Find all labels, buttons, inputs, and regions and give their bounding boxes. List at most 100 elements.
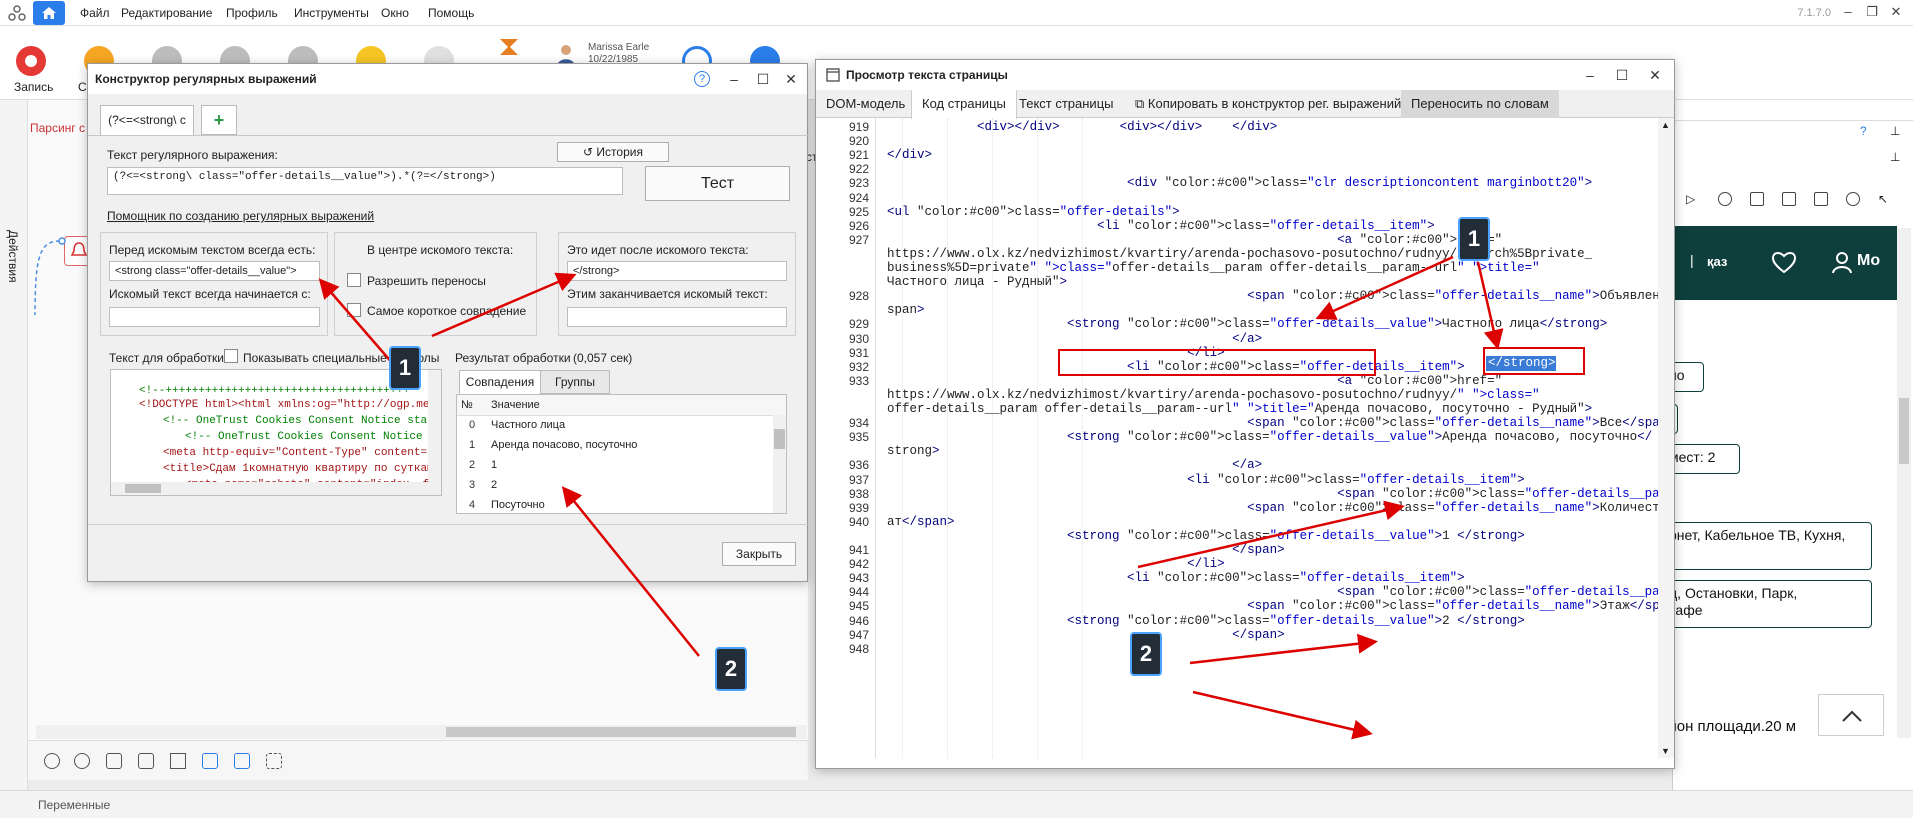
scroll-top-button[interactable] [1818, 694, 1884, 736]
minimize-icon[interactable]: – [730, 71, 738, 87]
close-button[interactable]: Закрыть [722, 542, 796, 566]
help-icon[interactable]: ? [694, 71, 710, 87]
heart-icon[interactable] [1772, 252, 1796, 274]
code-vscroll[interactable] [428, 370, 441, 495]
word-wrap-toggle[interactable]: Переносить по словам [1401, 90, 1559, 118]
code-hscroll-thumb[interactable] [125, 484, 161, 493]
scroll-up-icon[interactable]: ▲ [1661, 120, 1670, 130]
cookie-icon[interactable] [1846, 192, 1860, 206]
pin-icon-2[interactable]: ⊥ [1890, 150, 1901, 164]
source-code-view[interactable]: <div></div> <div></div> </div></div> <di… [877, 118, 1659, 758]
add-block-icon[interactable] [266, 753, 282, 769]
starts-input[interactable] [109, 307, 320, 327]
source-line: ат</span> [887, 514, 955, 529]
after-input[interactable]: </strong> [567, 261, 787, 281]
row-value: Частного лица [491, 419, 566, 432]
browser-feature-button-1[interactable]: рнет, Кабельное ТВ, Кухня, [1660, 522, 1872, 570]
center-label: В центре искомого текста: [367, 243, 514, 257]
source-line: <strong "color:#c00">class="offer-detail… [1067, 528, 1525, 543]
close-app-icon[interactable]: ✕ [1890, 4, 1902, 19]
annotation-badge: 2 [1130, 632, 1162, 676]
export-icon[interactable] [1814, 192, 1828, 206]
actions-tab[interactable]: Действия [6, 230, 20, 283]
row-value: 2 [491, 479, 498, 491]
line-number: 944 [848, 585, 869, 600]
row-num: 1 [468, 439, 476, 451]
helper-link[interactable]: Помощник по созданию регулярных выражени… [107, 209, 375, 223]
test-button[interactable]: Тест [645, 166, 790, 201]
code-hscroll[interactable] [111, 482, 430, 495]
cursor-icon[interactable]: ↖ [1878, 192, 1889, 206]
grid-icon[interactable] [106, 753, 122, 769]
close-icon[interactable]: ✕ [1649, 67, 1661, 83]
minimize-icon[interactable]: – [1586, 67, 1594, 83]
source-text-area[interactable]: <!--++++++++++++++++++++++++++++++++++++… [110, 369, 442, 496]
before-label: Перед искомым текстом всегда есть: [109, 243, 316, 257]
tab-dom-model[interactable]: DOM-модель [826, 96, 906, 111]
canvas-hscroll-thumb[interactable] [446, 727, 796, 737]
groups-tab[interactable]: Группы [540, 370, 610, 394]
account-label[interactable]: Мо [1857, 252, 1881, 269]
allow-wrap-checkbox[interactable] [347, 273, 361, 287]
maximize-icon[interactable]: ☐ [756, 71, 770, 87]
user-icon[interactable] [74, 753, 90, 769]
menu-help[interactable]: Помощь [428, 6, 475, 20]
tab-page-text[interactable]: Текст страницы [1019, 96, 1114, 111]
menu-file[interactable]: Файл [80, 6, 110, 20]
history-button[interactable]: ↺ История [557, 142, 669, 162]
list-icon[interactable] [202, 753, 218, 769]
shortest-match-checkbox[interactable] [347, 303, 361, 317]
tree-icon[interactable] [170, 753, 186, 769]
hourglass-icon[interactable] [498, 38, 520, 56]
pin-icon[interactable]: ⊥ [1890, 124, 1901, 138]
list-alt-icon[interactable] [234, 753, 250, 769]
ends-input[interactable] [567, 307, 787, 327]
maximize-icon[interactable]: ☐ [1615, 67, 1629, 83]
regex-tab[interactable]: (?<=<strong\ c [100, 105, 194, 135]
results-vscroll[interactable] [773, 415, 786, 513]
copy-icon[interactable] [1782, 192, 1796, 206]
help-icon[interactable]: ? [1860, 124, 1867, 138]
footer-divider [88, 524, 809, 525]
record-button[interactable] [16, 46, 46, 76]
home-button[interactable] [33, 1, 65, 25]
before-input[interactable]: <strong class="offer-details__value"> [109, 261, 320, 281]
variables-label[interactable]: Переменные [38, 798, 111, 812]
matches-tab[interactable]: Совпадения [459, 370, 541, 394]
line-number: 939 [848, 500, 869, 515]
version-label: 7.1.7.0 [1797, 7, 1831, 19]
results-vscroll-thumb[interactable] [774, 429, 785, 449]
menu-window[interactable]: Окно [381, 6, 409, 20]
scroll-down-icon[interactable]: ▼ [1661, 746, 1670, 756]
play-icon[interactable]: ▷ [1686, 192, 1696, 206]
browser-vscroll[interactable] [1897, 228, 1911, 738]
menu-tools[interactable]: Инструменты [294, 6, 369, 20]
add-tab-button[interactable]: + [201, 105, 237, 135]
source-vscroll[interactable]: ▲ ▼ [1658, 118, 1674, 758]
browser-vscroll-thumb[interactable] [1899, 398, 1909, 464]
source-line: strong> [887, 444, 940, 459]
close-icon[interactable]: ✕ [785, 71, 797, 87]
language-switch[interactable]: қаз [1707, 254, 1728, 269]
add-circle-icon[interactable] [1718, 192, 1732, 206]
menu-edit[interactable]: Редактирование [121, 6, 213, 20]
browser-feature-button-2[interactable]: д, Остановки, Парк, кафе [1660, 580, 1872, 628]
regex-input[interactable]: (?<=<strong\ class="offer-details__value… [107, 167, 623, 195]
show-special-checkbox[interactable] [224, 349, 238, 363]
maximize-app-icon[interactable]: ❐ [1866, 4, 1878, 19]
canvas-tab[interactable]: Парсинг с [30, 121, 86, 135]
account-icon[interactable] [1832, 252, 1852, 274]
menu-profile[interactable]: Профиль [226, 6, 278, 20]
settings-icon[interactable] [44, 753, 60, 769]
lock-small-icon[interactable] [138, 753, 154, 769]
document-icon[interactable] [1750, 192, 1764, 206]
tab-page-code[interactable]: Код страницы [911, 90, 1017, 119]
copy-to-regex-button[interactable]: ⧉ Копировать в конструктор рег. выражени… [1125, 90, 1411, 118]
minimize-app-icon[interactable]: – [1844, 4, 1852, 19]
canvas-hscroll[interactable] [36, 725, 806, 739]
